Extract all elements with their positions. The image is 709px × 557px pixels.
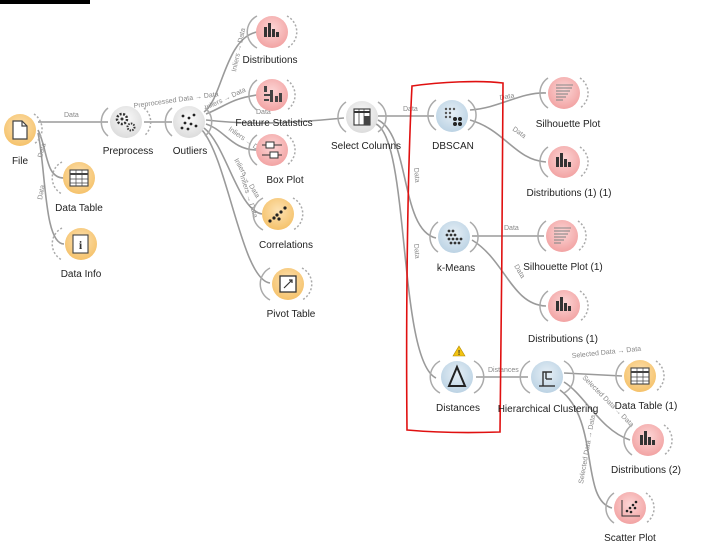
svg-text:i: i [79, 238, 83, 252]
dbscan-icon [444, 107, 462, 126]
bar-chart-icon [556, 153, 571, 167]
node-label-kmeans: k-Means [437, 263, 475, 274]
top-edge-bar [0, 0, 90, 4]
table-icon [630, 367, 650, 385]
link-outliers-pivot[interactable] [201, 129, 271, 284]
node-distributions-2[interactable]: Distributions (2) [611, 424, 681, 476]
table-icon [69, 169, 89, 187]
node-label-feature-statistics: Feature Statistics [235, 118, 312, 129]
link-dbscan-distributions[interactable] [469, 119, 547, 163]
bar-chart-icon [640, 431, 655, 445]
node-distributions-1[interactable]: Distributions (1) [528, 290, 598, 345]
node-label-preprocess: Preprocess [103, 146, 154, 157]
info-icon: i [72, 234, 89, 254]
node-distances[interactable]: ! Distances [429, 345, 485, 414]
node-outliers[interactable]: Outliers [164, 106, 213, 157]
node-label-correlations: Correlations [259, 240, 313, 251]
correlations-icon [268, 206, 287, 223]
link-label-select-distances: Data [412, 244, 420, 259]
node-data-table-1[interactable]: Data Table (1) [615, 360, 678, 412]
node-label-distributions-2: Distributions (2) [611, 465, 681, 476]
node-file[interactable]: File [4, 113, 43, 167]
link-outliers-selectcolumns[interactable] [205, 117, 345, 124]
node-pivot-table[interactable]: Pivot Table [259, 267, 316, 320]
svg-text:!: ! [458, 350, 460, 357]
link-outliers-correlations[interactable] [203, 127, 263, 215]
node-label-outliers: Outliers [173, 146, 207, 157]
link-label-hier-datatable: Selected Data → Data [571, 346, 641, 360]
node-correlations[interactable]: Correlations [252, 197, 313, 251]
node-label-box-plot: Box Plot [266, 175, 303, 186]
node-label-distributions: Distributions [242, 55, 297, 66]
node-label-hierarchical-clustering: Hierarchical Clustering [498, 404, 599, 415]
link-hier-scatter[interactable] [559, 389, 613, 509]
node-data-table[interactable]: Data Table [51, 161, 103, 214]
select-columns-icon [353, 108, 371, 126]
node-select-columns[interactable]: Select Columns [331, 101, 401, 152]
node-label-silhouette-plot-1: Silhouette Plot (1) [523, 262, 603, 273]
scatter-icon [621, 500, 640, 517]
node-preprocess[interactable]: Preprocess [100, 106, 154, 157]
dendrogram-icon [539, 371, 555, 387]
link-label-dbscan-distributions: Data [511, 126, 527, 140]
link-label-distances-hier: Distances [488, 367, 519, 374]
link-file-datainfo[interactable] [37, 132, 65, 245]
node-label-distances: Distances [436, 403, 480, 414]
link-select-distances[interactable] [375, 123, 437, 379]
link-hier-distributions[interactable] [563, 381, 631, 441]
node-label-data-info: Data Info [61, 269, 102, 280]
node-hierarchical-clustering[interactable]: Hierarchical Clustering [498, 360, 599, 415]
node-feature-statistics[interactable]: Feature Statistics [235, 79, 313, 129]
bar-chart-icon [264, 23, 279, 37]
node-label-file: File [12, 156, 29, 167]
node-box-plot[interactable]: Box Plot [248, 134, 304, 186]
node-scatter-plot[interactable]: Scatter Plot [604, 492, 656, 544]
box-plot-icon [262, 141, 282, 159]
link-label-select-kmeans: Data [412, 168, 420, 183]
link-kmeans-distributions[interactable] [471, 239, 547, 307]
link-label-file-preprocess: Data [64, 112, 79, 119]
node-label-pivot-table: Pivot Table [267, 309, 316, 320]
node-label-silhouette-plot: Silhouette Plot [536, 119, 601, 130]
link-label-dbscan-silhouette: Data [499, 92, 515, 101]
link-label-file-datatable: Data [37, 142, 48, 158]
gears-icon [115, 112, 136, 132]
link-label-outliers-selectcolumns: Data [256, 109, 271, 116]
pivot-table-icon [279, 275, 297, 293]
link-hier-datatable[interactable] [563, 372, 623, 377]
node-data-info[interactable]: i Data Info [51, 227, 102, 280]
link-select-kmeans[interactable] [377, 119, 437, 239]
node-label-data-table-1: Data Table (1) [615, 401, 678, 412]
node-label-scatter-plot: Scatter Plot [604, 533, 656, 544]
link-dbscan-silhouette[interactable] [469, 92, 547, 111]
silhouette-icon [556, 84, 573, 101]
file-icon [12, 120, 28, 140]
silhouette-icon [554, 227, 571, 244]
node-dbscan[interactable]: DBSCAN [427, 99, 477, 152]
node-label-distributions-1-1: Distributions (1) (1) [526, 188, 611, 199]
kmeans-icon [445, 229, 463, 245]
warning-icon: ! [452, 345, 466, 357]
node-label-dbscan: DBSCAN [432, 141, 474, 152]
node-distributions[interactable]: Distributions [242, 15, 298, 66]
highlight-box [405, 80, 504, 434]
outliers-icon [180, 113, 198, 131]
node-kmeans[interactable]: k-Means [429, 221, 479, 274]
link-label-kmeans-silhouette: Data [504, 225, 519, 232]
node-silhouette-plot[interactable]: Silhouette Plot [536, 77, 601, 130]
node-distributions-1-1[interactable]: Distributions (1) (1) [526, 146, 612, 199]
link-label-file-datainfo: Data [37, 184, 46, 200]
distances-icon [447, 364, 467, 387]
node-label-distributions-1: Distributions (1) [528, 334, 598, 345]
feature-statistics-icon [264, 86, 282, 102]
bar-chart-icon [556, 297, 571, 311]
link-label-hier-scatter: Selected Data → Data [578, 414, 597, 484]
node-label-select-columns: Select Columns [331, 141, 401, 152]
node-silhouette-plot-1[interactable]: Silhouette Plot (1) [523, 220, 603, 273]
node-label-data-table: Data Table [55, 203, 103, 214]
